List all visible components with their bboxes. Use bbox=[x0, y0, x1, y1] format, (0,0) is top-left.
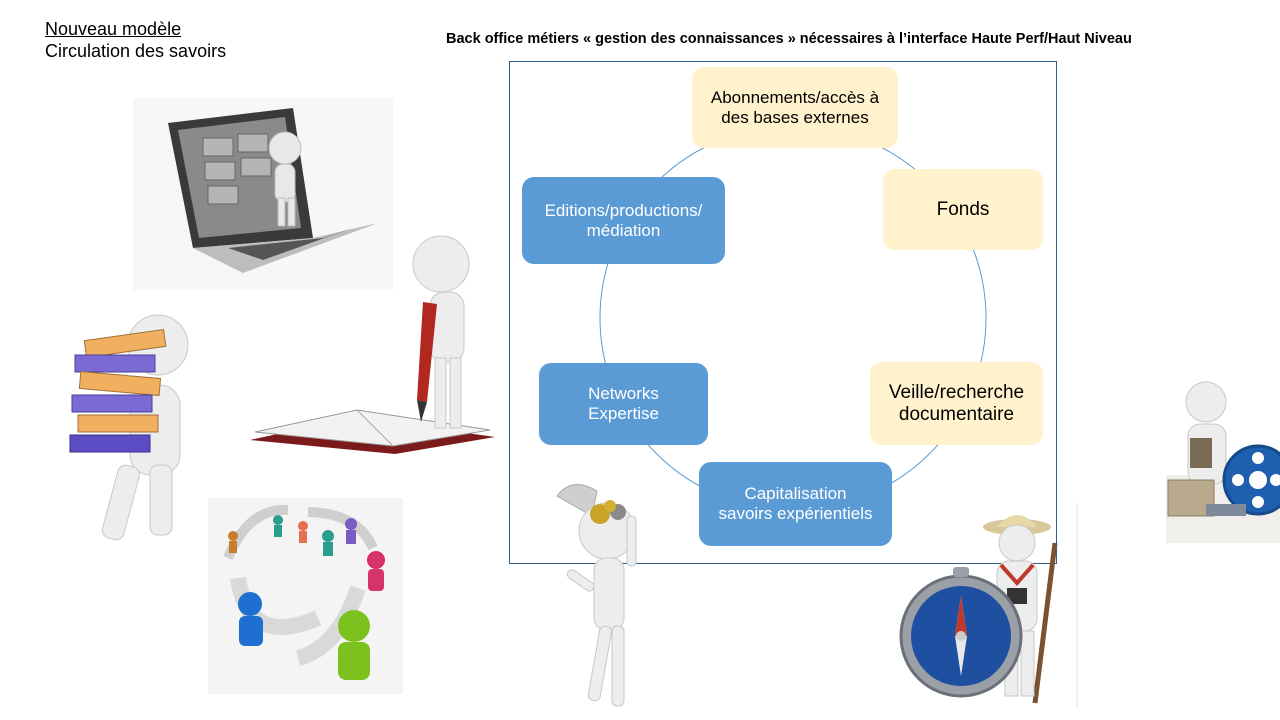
explorer-with-compass bbox=[899, 503, 1078, 708]
node-abonnements-label: Abonnements/accès à des bases externes bbox=[710, 87, 880, 127]
figure-carrying-binders bbox=[69, 314, 189, 541]
node-fonds: Fonds bbox=[883, 169, 1043, 250]
node-networks: Networks Expertise bbox=[539, 363, 708, 445]
node-editions: Editions/productions/ médiation bbox=[522, 177, 725, 264]
figure-with-pencil-and-book bbox=[250, 235, 495, 454]
people-network-arrows bbox=[208, 498, 403, 694]
node-networks-label: Networks Expertise bbox=[588, 384, 659, 423]
node-veille-label: Veille/recherche documentaire bbox=[888, 381, 1025, 425]
figure-with-film-reel bbox=[1166, 381, 1280, 543]
heading-line-2: Circulation des savoirs bbox=[45, 41, 227, 61]
diagram-frame bbox=[509, 61, 1057, 564]
node-editions-label: Editions/productions/ médiation bbox=[544, 200, 703, 240]
node-abonnements: Abonnements/accès à des bases externes bbox=[692, 67, 898, 148]
figure-thinking-gears bbox=[556, 484, 637, 707]
node-veille: Veille/recherche documentaire bbox=[870, 362, 1043, 445]
diagram-title: Back office métiers « gestion des connai… bbox=[446, 31, 1132, 47]
heading-line-1: Nouveau modèle bbox=[45, 19, 182, 39]
node-capitalisation-label: Capitalisation savoirs expérientiels bbox=[718, 484, 873, 523]
node-capitalisation: Capitalisation savoirs expérientiels bbox=[699, 462, 892, 546]
node-fonds-label: Fonds bbox=[936, 198, 990, 220]
laptop-filing-cabinet-figure bbox=[133, 98, 393, 290]
page-heading: Nouveau modèle Circulation des savoirs bbox=[45, 18, 226, 62]
